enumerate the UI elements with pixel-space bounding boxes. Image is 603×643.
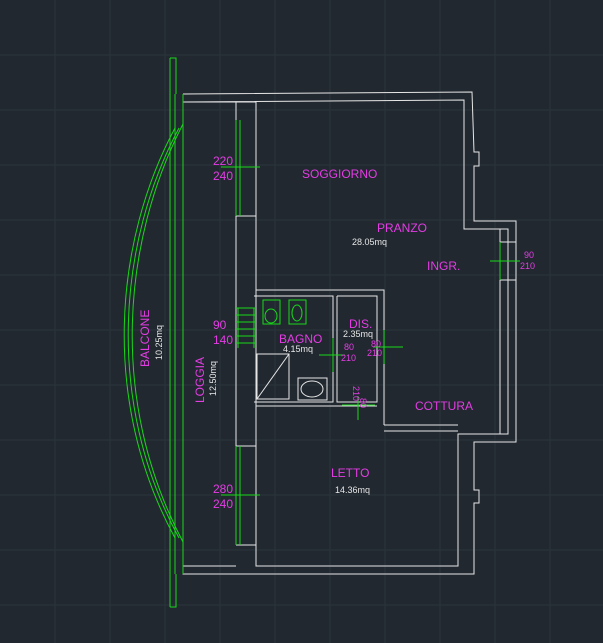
label-bagno: BAGNO (279, 332, 322, 346)
opening-dimensions: 220 240 280 240 90 140 90 210 80 210 80 … (213, 154, 535, 511)
label-balcone: BALCONE (138, 310, 152, 367)
bagno-door-height: 210 (341, 353, 356, 363)
entrance-door-height: 210 (520, 261, 535, 271)
bagno-door-width: 80 (344, 342, 354, 352)
bathroom-fixtures (256, 299, 328, 401)
label-loggia: LOGGIA (193, 357, 207, 403)
area-pranzo: 28.05mq (352, 237, 387, 247)
area-dis: 2.35mq (343, 329, 373, 339)
label-dis: DIS. (349, 317, 372, 331)
area-loggia: 12.50mq (208, 361, 218, 396)
letto-window-width: 280 (213, 482, 233, 496)
bagno-window-width: 90 (213, 318, 227, 332)
loggia-balcony (123, 57, 184, 608)
label-pranzo: PRANZO (377, 221, 427, 235)
soggiorno-window-width: 220 (213, 154, 233, 168)
label-letto: LETTO (331, 466, 369, 480)
dis-door-width: 80 (371, 339, 381, 349)
area-balcone: 10.25mq (154, 325, 164, 360)
openings (221, 120, 520, 545)
room-labels: SOGGIORNO PRANZO 28.05mq INGR. BAGNO 4.1… (138, 167, 473, 495)
soggiorno-window-height: 240 (213, 169, 233, 183)
letto-door-height: 210 (351, 386, 361, 401)
letto-window-height: 240 (213, 497, 233, 511)
area-bagno: 4.15mq (283, 344, 313, 354)
letto-door-width: 80 (358, 398, 368, 408)
label-cottura: COTTURA (415, 399, 473, 413)
label-soggiorno: SOGGIORNO (302, 167, 377, 181)
dis-door-height: 210 (367, 348, 382, 358)
label-ingresso: INGR. (427, 259, 460, 273)
area-letto: 14.36mq (335, 485, 370, 495)
entrance-door-width: 90 (524, 250, 534, 260)
bagno-window-height: 140 (213, 333, 233, 347)
